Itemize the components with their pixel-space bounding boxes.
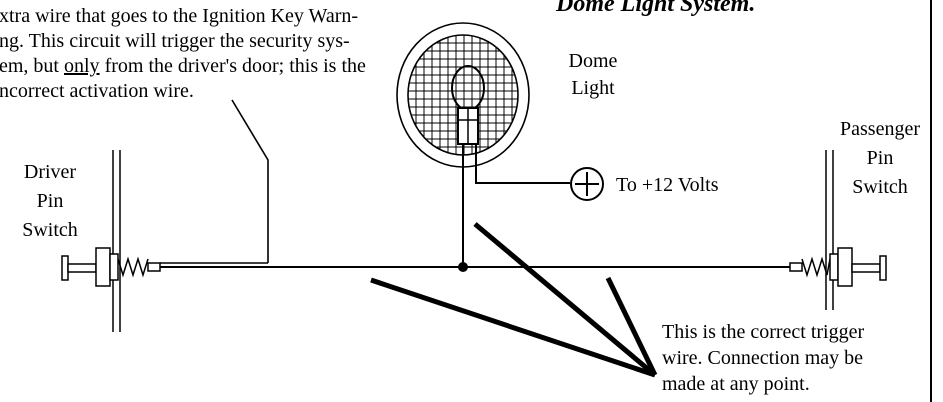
passenger-switch-label-line-3: Switch [852,176,908,198]
incorrect-wire-pointer [231,99,269,263]
dome-light-fixture [396,22,530,168]
incorrect-wire-note-line-2: ng. This circuit will trigger the securi… [0,30,350,52]
power-wire [475,144,570,184]
correct-wire-note-line-2: wire. Connection may be [662,347,864,369]
passenger-switch-label-line-1: Passenger [840,118,920,140]
diagram-title: Dome Light System. [556,0,756,17]
driver-switch-label-line-3: Switch [22,219,78,241]
driver-pin-switch [61,150,161,332]
plus-12v-terminal-icon [570,167,604,201]
incorrect-wire-note-line-3: em, but only from the driver's door; thi… [0,55,366,77]
passenger-switch-label-line-2: Pin [866,147,894,169]
voltage-label: To +12 Volts [616,174,719,196]
correct-wire-pointers [370,222,658,378]
correct-wire-note-line-3: made at any point. [662,373,810,395]
driver-switch-label-line-2: Pin [36,190,64,212]
junction-dot [458,262,468,272]
driver-switch-label-line-1: Driver [23,161,77,183]
incorrect-wire-note-line-4: ncorrect activation wire. [0,80,194,102]
passenger-pin-switch [789,150,887,310]
dome-light-label-line-2: Light [571,77,615,99]
correct-wire-note-line-1: This is the correct trigger [662,321,865,343]
incorrect-wire-note-line-1: xtra wire that goes to the Ignition Key … [0,5,359,27]
dome-light-label-line-1: Dome [568,50,618,72]
